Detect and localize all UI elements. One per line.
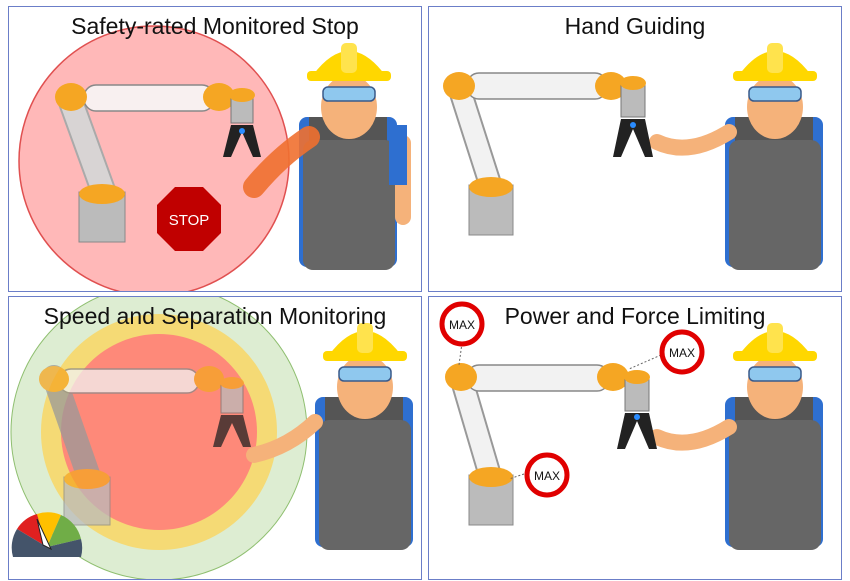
power-force-illustration: MAX MAX MAX xyxy=(439,301,823,550)
robot-arm xyxy=(445,363,657,526)
stop-sign xyxy=(157,187,221,251)
worker xyxy=(299,43,411,270)
robot-arm xyxy=(39,365,251,526)
speed-gauge-icon xyxy=(11,512,83,557)
robot-arm xyxy=(55,83,261,243)
panel-hand-guiding: Hand Guiding xyxy=(428,6,842,292)
panel-title: Power and Force Limiting xyxy=(504,303,766,329)
max-label: MAX xyxy=(449,318,475,332)
hand-guiding-illustration xyxy=(443,43,823,270)
robot-arm xyxy=(443,72,653,236)
panel-title: Safety-rated Monitored Stop xyxy=(71,13,359,39)
max-marker-elbow-joint xyxy=(659,329,705,375)
panel-monitored-stop: Safety-rated Monitored Stop xyxy=(8,6,422,292)
speed-separation-illustration xyxy=(10,297,413,579)
worker xyxy=(725,323,823,550)
worker xyxy=(725,43,823,270)
max-marker-base xyxy=(524,452,570,498)
panel-title: Hand Guiding xyxy=(564,13,706,39)
max-label: MAX xyxy=(669,346,695,360)
max-label: MAX xyxy=(534,469,560,483)
worker xyxy=(315,323,413,550)
panel-title: Speed and Separation Monitoring xyxy=(43,303,387,329)
stop-zone xyxy=(18,25,290,291)
max-marker-base-joint xyxy=(439,301,485,347)
stop-sign-label: STOP xyxy=(169,212,210,229)
monitored-stop-illustration: STOP xyxy=(18,25,411,291)
panel-speed-separation: Speed and Separation Monitoring xyxy=(8,296,422,580)
panel-power-force: Power and Force Limiting xyxy=(428,296,842,580)
